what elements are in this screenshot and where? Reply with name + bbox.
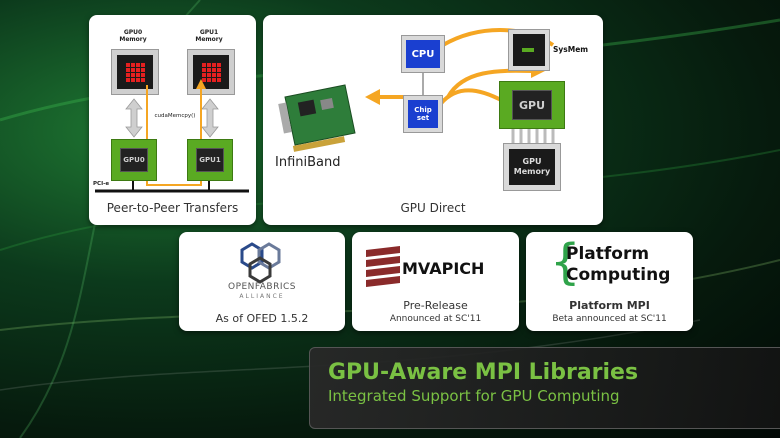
- platform-brace-icon: {: [550, 234, 581, 290]
- mvapich-caption-line1: Pre-Release: [403, 299, 468, 312]
- peer-to-peer-arrows: [95, 79, 249, 193]
- platform-logo-line1: Platform: [566, 244, 650, 264]
- sysmem-module-icon: [522, 48, 534, 52]
- platform-caption-line2: Beta announced at SC'11: [552, 314, 667, 324]
- gpu-direct-caption: GPU Direct: [400, 201, 466, 215]
- gpu-memory-label: GPU Memory: [509, 149, 555, 185]
- gpu0-chip: GPU0: [120, 148, 148, 172]
- sysmem-chip: [508, 29, 550, 71]
- title-band: GPU-Aware MPI Libraries Integrated Suppo…: [309, 347, 780, 429]
- ofed-caption: As of OFED 1.5.2: [215, 312, 309, 325]
- cpu-chip: CPU: [401, 35, 445, 73]
- platform-caption-line1: Platform MPI: [569, 299, 650, 312]
- gpu0-memory-label: GPU0 Memory: [119, 29, 147, 43]
- platform-logo-line2: Computing: [566, 265, 671, 285]
- gpu1-board: GPU1: [187, 139, 233, 181]
- ofed-panel: OPENFABRICS ALLIANCE As of OFED 1.5.2: [179, 232, 345, 331]
- slide-subtitle: Integrated Support for GPU Computing: [328, 387, 620, 405]
- peer-to-peer-panel: GPU0 Memory GPU1 Memory cudaMemcpy() GPU…: [89, 15, 256, 225]
- infiniband-label: InfiniBand: [275, 155, 341, 170]
- openfabrics-logo-icon: [240, 242, 281, 284]
- chipset-label: Chip set: [408, 100, 438, 128]
- infiniband-card-icon: [278, 84, 356, 152]
- gpu0-board: GPU0: [111, 139, 157, 181]
- cpu-label: CPU: [406, 40, 440, 68]
- cudamemcpy-label: cudaMemcpy(): [154, 113, 196, 119]
- gpu-chip: GPU: [512, 90, 552, 120]
- gpu1-memory-label: GPU1 Memory: [195, 29, 223, 43]
- pcie-label: PCI-e: [93, 181, 110, 187]
- sysmem-label: SysMem: [553, 45, 589, 54]
- slide-title: GPU-Aware MPI Libraries: [328, 360, 639, 385]
- mvapich-logo-icon: [366, 246, 400, 287]
- gpu-memory-chip: GPU Memory: [503, 143, 561, 191]
- gpu-board: GPU: [499, 81, 565, 129]
- platform-panel: { Platform Computing Platform MPI Beta a…: [526, 232, 693, 331]
- memory-cells-icon: [125, 62, 145, 82]
- memory-cells-icon: [201, 62, 221, 82]
- mvapich-logo-text: MVAPICH: [402, 259, 485, 278]
- gpu0-memory-chip: [111, 49, 159, 95]
- gpu1-chip: GPU1: [196, 148, 224, 172]
- ofed-logo-line2: ALLIANCE: [239, 293, 285, 300]
- ofed-logo-line1: OPENFABRICS: [227, 282, 297, 292]
- peer-to-peer-caption: Peer-to-Peer Transfers: [106, 201, 239, 215]
- mvapich-caption-line2: Announced at SC'11: [389, 314, 482, 324]
- gpu-direct-panel: CPU Chip set SysMem GPU GPU Memory Infin…: [263, 15, 603, 225]
- chipset-chip: Chip set: [403, 95, 443, 133]
- mvapich-panel: MVAPICH Pre-Release Announced at SC'11: [352, 232, 519, 331]
